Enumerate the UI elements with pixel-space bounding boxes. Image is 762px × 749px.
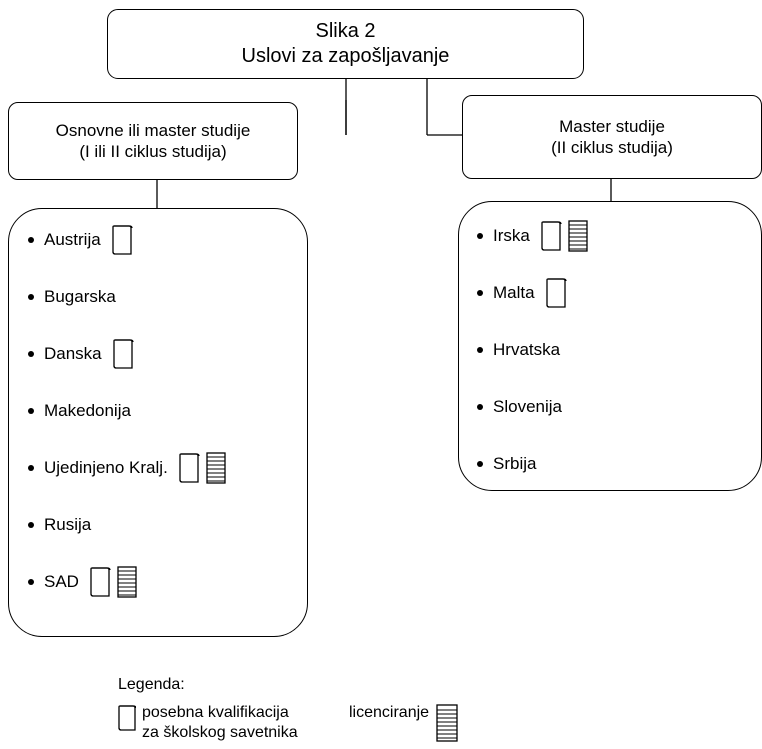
title-box: Slika 2 Uslovi za zapošljavanje [107, 9, 584, 79]
country-label: Hrvatska [493, 340, 561, 359]
bullet [28, 408, 34, 414]
left-item-rusija: Rusija [28, 512, 91, 538]
country-label: Irska [493, 226, 530, 245]
bullet [477, 233, 483, 239]
country-label: Slovenija [493, 397, 562, 416]
left-item-makedonija: Makedonija [28, 398, 131, 424]
bullet [28, 351, 34, 357]
requirement-icons [112, 337, 134, 371]
left-item-bugarska: Bugarska [28, 284, 116, 310]
license-icon [116, 565, 138, 599]
title-line-1: Slika 2 [315, 20, 376, 42]
bullet [28, 237, 34, 243]
left-branch-box: Osnovne ili master studije (I ili II cik… [8, 102, 298, 180]
right-item-srbija: Srbija [477, 451, 536, 477]
right-country-box [458, 201, 762, 491]
country-label: Austrija [44, 230, 101, 249]
title-line-2: Uslovi za zapošljavanje [241, 45, 450, 67]
left-country-box [8, 208, 308, 637]
legend-qualification-text: posebna kvalifikacija za školskog savetn… [142, 703, 298, 743]
left-branch-line-2: (I ili II ciklus studija) [79, 142, 227, 161]
left-branch-line-1: Osnovne ili master studije [55, 121, 251, 140]
legend-qualification: posebna kvalifikacija za školskog savetn… [118, 703, 298, 743]
bullet [28, 294, 34, 300]
country-label: Rusija [44, 515, 92, 534]
country-label: SAD [44, 572, 79, 591]
left-item-austrija: Austrija [28, 225, 133, 255]
bullet [477, 290, 483, 296]
country-label: Makedonija [44, 401, 131, 420]
bullet [477, 461, 483, 467]
bullet [28, 579, 34, 585]
right-branch-line-2: (II ciklus studija) [551, 138, 673, 157]
qualification-icon [89, 565, 111, 599]
country-label: Danska [44, 344, 102, 363]
requirement-icons [540, 219, 589, 253]
bullet [477, 347, 483, 353]
bullet [477, 404, 483, 410]
bullet [28, 465, 34, 471]
right-item-slovenija: Slovenija [477, 394, 562, 420]
legend-qualification-line-2: za školskog savetnika [142, 724, 298, 741]
qualification-icon [545, 276, 567, 310]
bullet [28, 522, 34, 528]
right-branch-box: Master studije (II ciklus studija) [462, 95, 762, 179]
right-branch-line-1: Master studije [559, 117, 665, 136]
license-icon [567, 219, 589, 253]
country-label: Ujedinjeno Kralj. [44, 458, 168, 477]
license-icon [435, 703, 459, 743]
country-label: Srbija [493, 454, 537, 473]
right-item-malta: Malta [477, 278, 567, 308]
qualification-icon [178, 451, 200, 485]
qualification-icon [112, 337, 134, 371]
left-item-sad: SAD [28, 566, 138, 598]
legend-licensing-text: licenciranje [349, 704, 430, 721]
legend-title: Legenda: [118, 676, 185, 693]
qualification-icon [111, 223, 133, 257]
requirement-icons [111, 223, 133, 257]
legend-qualification-line-1: posebna kvalifikacija [142, 704, 289, 721]
license-icon [205, 451, 227, 485]
country-label: Bugarska [44, 287, 116, 306]
right-item-hrvatska: Hrvatska [477, 337, 560, 363]
qualification-icon [540, 219, 562, 253]
left-item-danska: Danska [28, 339, 134, 369]
right-item-irska: Irska [477, 220, 589, 252]
country-label: Malta [493, 283, 535, 302]
qualification-icon [118, 703, 137, 733]
left-item-ujedinjeno-kralj: Ujedinjeno Kralj. [28, 452, 227, 484]
requirement-icons [178, 451, 227, 485]
legend-licensing: licenciranje [349, 703, 459, 743]
requirement-icons [545, 276, 567, 310]
requirement-icons [89, 565, 138, 599]
